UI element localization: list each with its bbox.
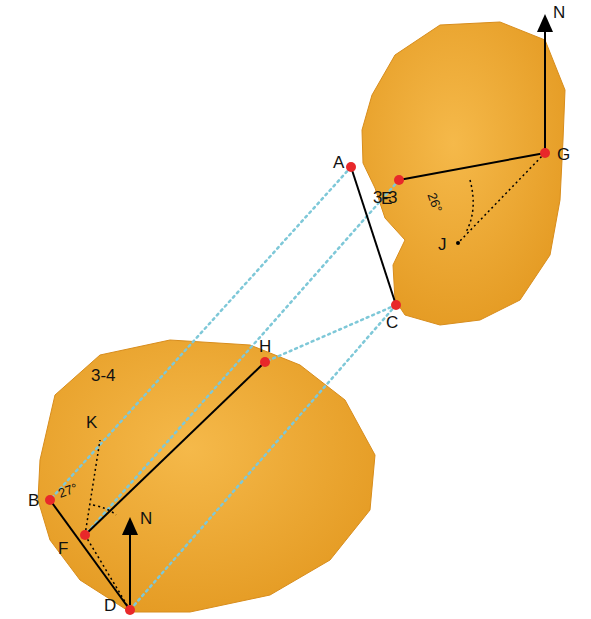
- fragment-outline: [33, 336, 383, 616]
- rock-fragment: 3-4: [33, 336, 383, 616]
- point-label: D: [104, 597, 116, 614]
- point-label: N: [553, 4, 565, 21]
- point-label: G: [557, 146, 570, 163]
- point-label: C: [386, 314, 398, 331]
- point-label: F: [58, 540, 68, 557]
- point-label: E: [381, 190, 392, 207]
- rock-fragment: 3-3: [355, 18, 570, 330]
- point-label: K: [86, 414, 97, 431]
- point-label: A: [333, 154, 344, 171]
- fragment-outline: [355, 18, 570, 330]
- point-label: J: [438, 236, 447, 253]
- fragment-label: 3-4: [91, 366, 116, 386]
- point-label: H: [259, 338, 271, 355]
- point-label: B: [28, 492, 39, 509]
- point-label: N: [140, 510, 152, 527]
